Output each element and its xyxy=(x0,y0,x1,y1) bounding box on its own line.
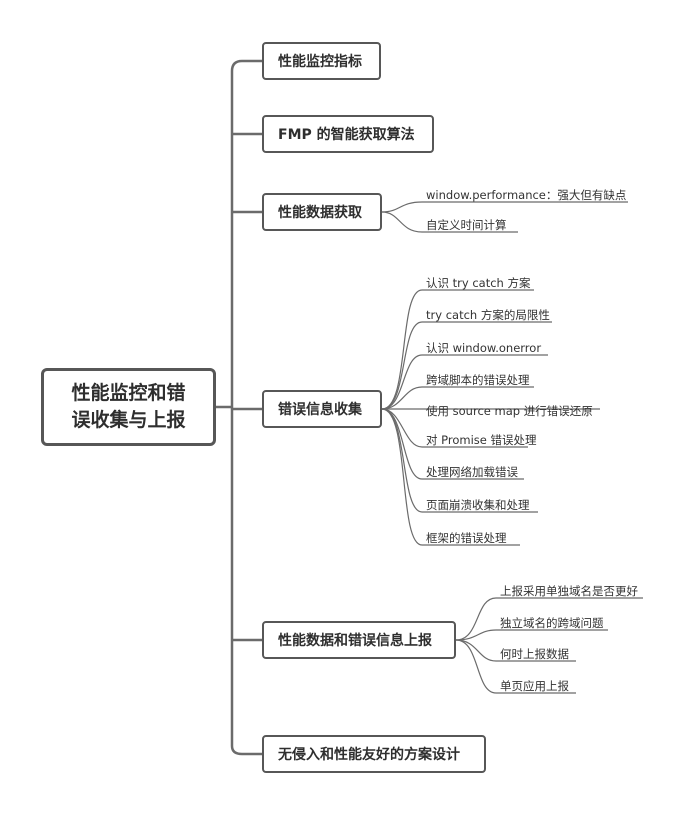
root-topic-line2: 误收集与上报 xyxy=(71,409,186,431)
leaf-source-map: 使用 source map 进行错误还原 xyxy=(426,404,593,418)
branch-performance-data[interactable]: 性能数据获取 xyxy=(262,193,382,231)
leaf-network-errors: 处理网络加载错误 xyxy=(426,465,518,479)
leaf-cross-origin-script: 跨域脚本的错误处理 xyxy=(426,373,530,387)
leaf-promise-errors: 对 Promise 错误处理 xyxy=(426,433,537,447)
root-topic: 性能监控和错 误收集与上报 xyxy=(41,368,216,446)
leaf-page-crash: 页面崩溃收集和处理 xyxy=(426,498,530,512)
leaf-framework-errors: 框架的错误处理 xyxy=(426,531,507,545)
leaf-separate-domain: 上报采用单独域名是否更好 xyxy=(500,584,638,598)
branch-reporting[interactable]: 性能数据和错误信息上报 xyxy=(262,621,456,659)
leaf-spa-reporting: 单页应用上报 xyxy=(500,679,569,693)
branch-error-collection[interactable]: 错误信息收集 xyxy=(262,390,382,428)
branch-fmp-algorithm[interactable]: FMP 的智能获取算法 xyxy=(262,115,434,153)
leaf-custom-time-calc: 自定义时间计算 xyxy=(426,218,507,232)
leaf-when-to-report: 何时上报数据 xyxy=(500,647,569,661)
leaf-try-catch-limits: try catch 方案的局限性 xyxy=(426,308,550,322)
branch-performance-metrics[interactable]: 性能监控指标 xyxy=(262,42,381,80)
leaf-cross-domain-issue: 独立域名的跨域问题 xyxy=(500,616,604,630)
leaf-try-catch-intro: 认识 try catch 方案 xyxy=(426,276,531,290)
leaf-window-onerror: 认识 window.onerror xyxy=(426,341,542,355)
branch-non-invasive-design[interactable]: 无侵入和性能友好的方案设计 xyxy=(262,735,486,773)
root-topic-line1: 性能监控和错 xyxy=(71,382,186,404)
leaf-window-performance: window.performance：强大但有缺点 xyxy=(426,188,627,202)
